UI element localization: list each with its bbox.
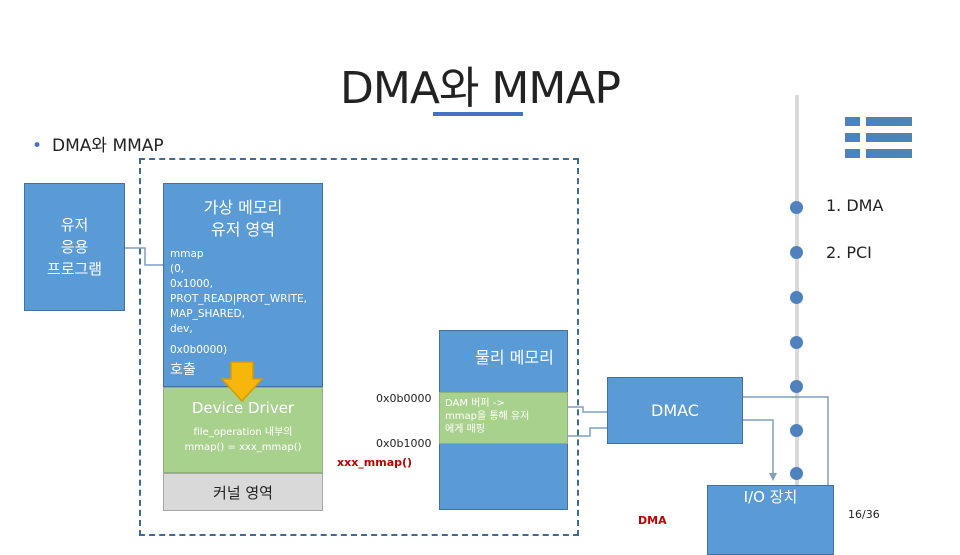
timeline-label-pci: 2. PCI — [826, 243, 872, 262]
address-start-label: 0x0b0000 — [376, 392, 432, 405]
timeline-node — [790, 380, 803, 393]
timeline-label-dma: 1. DMA — [826, 196, 884, 215]
virtual-memory-title: 가상 메모리 유저 영역 — [203, 198, 283, 239]
timeline-node — [790, 467, 803, 480]
device-driver-box: Device Driver file_operation 내부의 mmap() … — [163, 387, 323, 473]
address-end-label: 0x0b1000 — [376, 437, 432, 450]
title-underline — [433, 112, 523, 116]
timeline-line — [795, 95, 799, 515]
xxx-mmap-label: xxx_mmap() — [337, 456, 413, 469]
timeline-node — [790, 336, 803, 349]
user-application-box: 유저 응용 프로그램 — [24, 183, 125, 311]
dma-buffer-box: DAM 버퍼 -> mmap을 통해 유저 에게 매핑 — [439, 392, 568, 444]
virtual-memory-box: 가상 메모리 유저 영역 mmap (0, 0x1000, PROT_READ|… — [163, 183, 323, 387]
down-arrow-icon — [220, 361, 264, 403]
bullet-text: DMA와 MMAP — [52, 136, 164, 156]
kernel-area-box: 커널 영역 — [163, 473, 323, 511]
io-device-label: I/O 장치 — [743, 488, 798, 506]
timeline-node — [790, 246, 803, 259]
page-title: DMA와 MMAP — [340, 63, 621, 114]
bullet-dot-icon: • — [32, 136, 43, 156]
list-icon — [845, 117, 913, 159]
connector-lines — [125, 247, 829, 485]
mmap-address-text: 0x0b0000) — [170, 344, 228, 356]
physical-memory-title: 물리 메모리 — [475, 348, 554, 367]
device-driver-desc: file_operation 내부의 mmap() = xxx_mmap() — [184, 427, 302, 453]
timeline-node — [790, 201, 803, 214]
call-label: 호출 — [170, 362, 196, 378]
system-boundary — [139, 158, 579, 536]
dmac-box: DMAC — [607, 377, 743, 444]
bullet-item: • DMA와 MMAP — [32, 131, 164, 156]
timeline-node — [790, 424, 803, 437]
device-driver-title: Device Driver — [191, 399, 295, 417]
timeline-node — [790, 291, 803, 304]
mmap-call-text: mmap (0, 0x1000, PROT_READ|PROT_WRITE, M… — [170, 248, 308, 335]
dma-label: DMA — [638, 514, 667, 527]
page-number: 16/36 — [848, 508, 880, 521]
io-device-box: I/O 장치 — [707, 485, 834, 555]
